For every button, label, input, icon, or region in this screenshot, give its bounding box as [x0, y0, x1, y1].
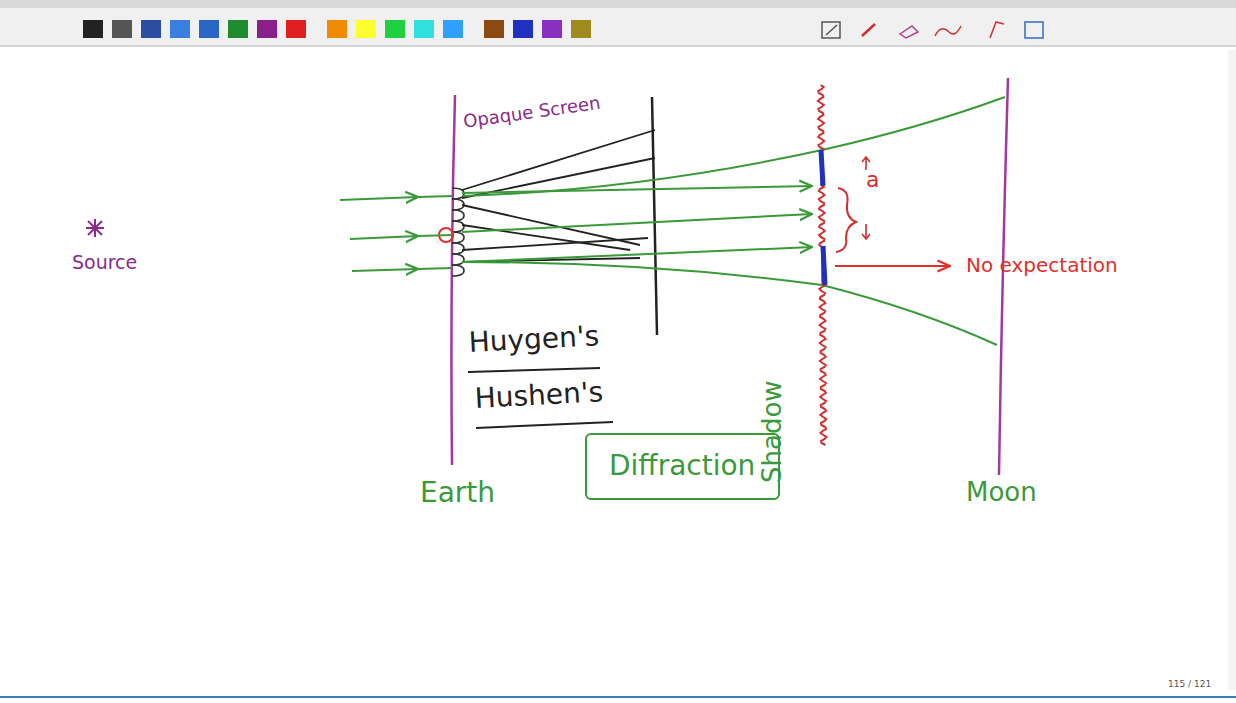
color-swatch	[385, 20, 405, 38]
color-swatch	[414, 20, 434, 38]
plane-label: Moon	[966, 478, 1037, 507]
principle-name: Hushen's	[474, 377, 604, 414]
principle-name: Huygen's	[468, 321, 600, 359]
earth-line	[451, 95, 455, 465]
scroll-track	[1228, 50, 1236, 690]
color-swatch	[83, 20, 103, 38]
source-label: Source	[72, 252, 137, 273]
color-swatch	[571, 20, 591, 38]
color-swatch	[112, 20, 132, 38]
wavelet	[452, 265, 464, 276]
underline	[468, 368, 600, 372]
screen-label: Opaque Screen	[462, 93, 602, 132]
color-swatch	[286, 20, 306, 38]
color-swatch	[542, 20, 562, 38]
color-swatch	[484, 20, 504, 38]
toolbar	[0, 8, 1236, 46]
dimension-label: a	[866, 168, 879, 192]
title-bar	[0, 0, 1236, 8]
concept-box: Diffraction	[585, 433, 780, 500]
plane-label: Earth	[420, 478, 495, 509]
wavelet	[452, 243, 464, 254]
observation-screen	[652, 97, 657, 335]
tool-icons	[822, 22, 1043, 38]
toolbar-border	[0, 46, 1236, 47]
bright-region	[823, 246, 825, 285]
color-swatch	[228, 20, 248, 38]
source-star	[86, 219, 104, 237]
box-title: Diffraction	[609, 451, 756, 482]
color-swatch	[327, 20, 347, 38]
color-swatch	[443, 20, 463, 38]
width-brace	[836, 188, 856, 252]
bright-region	[821, 150, 823, 186]
wavelet	[452, 254, 464, 265]
color-swatch	[513, 20, 533, 38]
transmitted-rays	[462, 97, 1005, 345]
wavelet	[452, 210, 464, 221]
scroll-bar	[0, 696, 1236, 698]
underline	[476, 422, 613, 428]
page-number: 115 / 121	[1168, 680, 1211, 690]
incident-rays	[340, 196, 452, 271]
color-swatches	[83, 20, 591, 38]
color-swatch	[356, 20, 376, 38]
wavelet	[452, 221, 464, 232]
color-swatch	[141, 20, 161, 38]
color-swatch	[199, 20, 219, 38]
wavelet-rays	[462, 130, 655, 262]
moon-line	[999, 78, 1008, 475]
shadow-label: Shadow	[758, 380, 787, 483]
pointer-arrow	[835, 265, 950, 267]
annotation: No expectation	[966, 254, 1118, 276]
shadow-wall	[818, 85, 827, 445]
color-swatch	[257, 20, 277, 38]
color-swatch	[170, 20, 190, 38]
